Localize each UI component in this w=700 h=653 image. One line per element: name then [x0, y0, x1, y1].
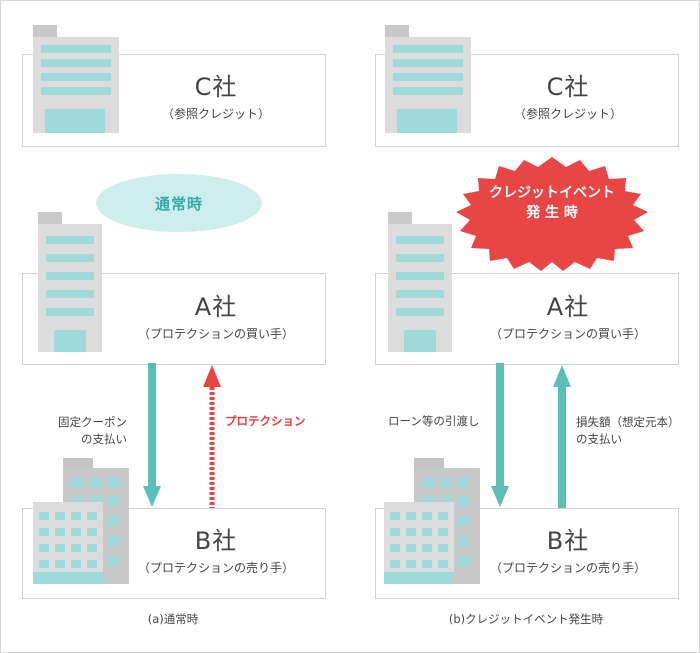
arrow-protection-up-dotted — [203, 365, 221, 508]
company-role: （プロテクションの買い手） — [489, 327, 646, 341]
company-name: C社 — [194, 73, 238, 101]
label-protection: プロテクション — [225, 414, 306, 428]
building-icon — [38, 212, 102, 352]
state-burst-event: クレジットイベント 発 生 時 — [452, 183, 652, 223]
building-icon — [388, 212, 452, 352]
caption-normal: (a)通常時 — [147, 612, 199, 626]
company-role: （プロテクションの売り手） — [489, 561, 646, 575]
company-c-left: C社 （参照クレジット） — [126, 73, 306, 123]
state-bubble-normal: 通常時 — [96, 174, 262, 232]
company-a-right: A社 （プロテクションの買い手） — [478, 293, 658, 343]
cluster-building-icon — [384, 458, 480, 584]
label-fixed-coupon: 固定クーポン の支払い — [58, 415, 127, 446]
burst-line-2: 発 生 時 — [526, 205, 578, 221]
company-name: C社 — [546, 73, 590, 101]
company-role: （参照クレジット） — [161, 107, 270, 121]
arrow-coupon-down — [143, 363, 161, 507]
caption-event: (b)クレジットイベント発生時 — [448, 612, 604, 626]
company-role: （プロテクションの買い手） — [137, 327, 294, 341]
company-name: B社 — [546, 527, 590, 555]
label-loss-payment: 損失額（想定元本） の支払い — [576, 415, 680, 446]
building-icon — [385, 25, 471, 133]
company-name: A社 — [194, 293, 238, 321]
arrow-loss-payment-up — [553, 365, 571, 508]
arrow-delivery-down — [491, 363, 509, 507]
cluster-building-icon — [33, 458, 129, 584]
burst-shape — [456, 157, 648, 271]
building-icon — [33, 25, 119, 133]
company-b-left: B社 （プロテクションの売り手） — [126, 527, 306, 577]
company-c-right: C社 （参照クレジット） — [478, 73, 658, 123]
company-name: B社 — [194, 527, 238, 555]
company-b-right: B社 （プロテクションの売り手） — [478, 527, 658, 577]
company-a-left: A社 （プロテクションの買い手） — [126, 293, 306, 343]
company-name: A社 — [546, 293, 590, 321]
company-role: （プロテクションの売り手） — [137, 561, 294, 575]
burst-line-1: クレジットイベント — [489, 185, 615, 201]
company-role: （参照クレジット） — [513, 107, 622, 121]
label-loan-delivery: ローン等の引渡し — [388, 414, 480, 428]
